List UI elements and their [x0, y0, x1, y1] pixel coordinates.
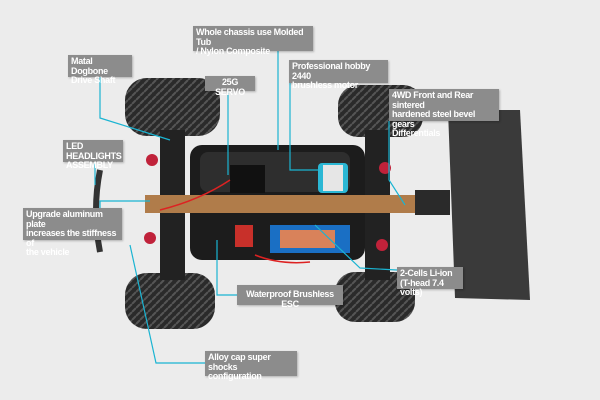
callout-plate: Upgrade aluminum plate increases the sti… — [23, 208, 122, 257]
tire-front-bottom — [125, 273, 215, 329]
callout-battery: 2-Cells Li-ion (T-head 7.4 volts) — [397, 267, 463, 297]
rear-wing — [448, 110, 530, 300]
line-dogbone — [99, 77, 171, 141]
line-motor — [289, 83, 318, 171]
callout-dogbone: Matal Dogbone Drive Shaft — [68, 55, 132, 85]
line-plate — [99, 200, 150, 208]
callout-headlights: LED HEADLIGHTS ASSEMBLY — [63, 140, 123, 170]
tire-front-top — [125, 78, 220, 136]
aluminum-plate — [145, 195, 415, 213]
callout-esc: Waterproof Brushless ESC — [237, 285, 343, 308]
line-differentials — [388, 121, 406, 206]
callout-servo: 25G SERVO — [205, 76, 255, 96]
callout-chassis: Whole chassis use Molded Tub / Nylon Com… — [193, 26, 313, 56]
servo — [230, 165, 265, 193]
line-battery — [314, 224, 398, 271]
callout-shocks: Alloy cap super shocks configuration — [205, 351, 297, 381]
line-shocks — [129, 244, 205, 364]
line-esc — [216, 240, 237, 296]
tire-rear-bottom — [335, 272, 415, 322]
callout-differentials: 4WD Front and Rear sintered hardened ste… — [389, 89, 499, 138]
callout-motor: Professional hobby 2440 brushless motor — [289, 60, 388, 90]
esc — [235, 225, 253, 247]
callout-lines — [94, 51, 406, 364]
